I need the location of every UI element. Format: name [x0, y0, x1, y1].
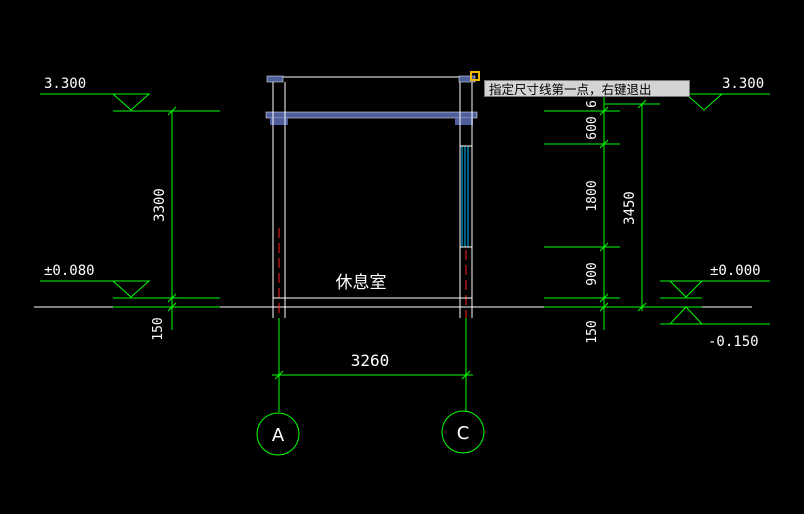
left-bottom-elevation: ±0.080 [44, 263, 95, 279]
window-section [460, 145, 472, 248]
left-top-elevation-triangle [112, 93, 150, 111]
snap-marker-icon [470, 71, 480, 81]
right-segment-1800: 1800 [585, 180, 600, 211]
roof-cap-left [266, 75, 284, 83]
span-dimension-value: 3260 [351, 351, 390, 370]
left-height-dimension: 3300 [152, 188, 168, 222]
command-tooltip: 指定尺寸线第一点，右键退出 [484, 80, 690, 97]
left-below-dimension: 150 [151, 317, 166, 340]
right-total-dimension: 3450 [622, 191, 638, 225]
left-elevation-group [40, 93, 220, 330]
right-top-elevation: 3.300 [722, 76, 764, 92]
right-dimension-group [544, 92, 770, 330]
left-top-elevation: 3.300 [44, 76, 86, 92]
right-segment-900: 900 [585, 262, 600, 285]
room-label: 休息室 [336, 273, 387, 293]
axis-bubble-a [256, 412, 300, 456]
building-section [265, 75, 478, 318]
left-bottom-elevation-triangle [112, 280, 150, 298]
right-bottom-elevation-triangle [669, 306, 703, 325]
axis-label-a: A [272, 425, 285, 446]
right-segment-600: 600 [585, 116, 600, 139]
roof-slab [265, 111, 478, 119]
right-top-elevation-triangle [685, 93, 723, 111]
axis-label-c: C [457, 423, 470, 444]
right-middle-elevation-triangle [669, 280, 703, 298]
right-below-dimension: 150 [585, 320, 600, 343]
span-dimension [256, 318, 485, 456]
axis-bubble-c [441, 410, 485, 454]
right-middle-elevation: ±0.000 [710, 263, 761, 279]
right-segment-6: 6 [585, 100, 600, 108]
right-bottom-elevation: -0.150 [708, 334, 759, 350]
